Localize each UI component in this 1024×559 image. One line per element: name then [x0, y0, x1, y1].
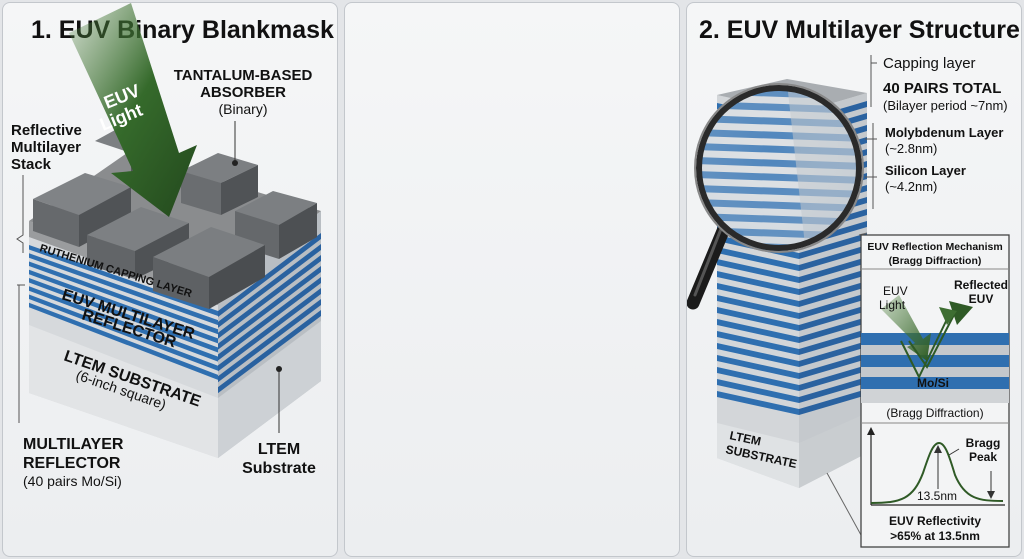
inset-euv-label-1: EUV [883, 284, 908, 298]
panel3-title: 2. EUV Multilayer Structure [699, 16, 1020, 44]
ltem-label-1: LTEM [258, 441, 300, 458]
molybdenum-label-1: Molybdenum Layer [885, 125, 1003, 140]
empty-panel [344, 2, 680, 557]
silicon-label-2: (~4.2nm) [885, 179, 937, 194]
reflected-label-2: EUV [969, 292, 994, 306]
bilayer-text: (Bilayer period ~7nm) [883, 98, 1008, 113]
column-substrate-label-1: LTEM [728, 428, 762, 448]
reflectivity-label-1: EUV Reflectivity [889, 514, 981, 528]
pairs-total-text: 40 PAIRS TOTAL [883, 80, 1001, 97]
ltem-label-2: Substrate [242, 460, 316, 477]
multilayer-structure-panel: 2. EUV Multilayer Structure LTEM SUBSTRA… [686, 2, 1022, 557]
absorber-blocks [33, 124, 317, 309]
reflected-label-1: Reflected [954, 278, 1008, 292]
bragg-inset: EUV Reflection Mechanism (Bragg Diffract… [860, 234, 1010, 548]
inset-title-2: (Bragg Diffraction) [889, 255, 982, 267]
reflective-label-3: Stack [11, 156, 52, 173]
mosi-label: Mo/Si [917, 376, 949, 390]
absorber-label-1: TANTALUM-BASED [174, 67, 313, 84]
wavelength-label: 13.5nm [917, 489, 957, 503]
absorber-label-2: ABSORBER [200, 84, 286, 101]
silicon-label-1: Silicon Layer [885, 163, 966, 178]
molybdenum-label-2: (~2.8nm) [885, 141, 937, 156]
reflective-label-2: Multilayer [11, 139, 81, 156]
inset-title-1: EUV Reflection Mechanism [867, 241, 1002, 253]
bragg-peak-label-2: Peak [969, 450, 997, 464]
inset-euv-label-2: Light [879, 298, 906, 312]
euv-light-arrow: EUV Light [69, 3, 197, 217]
bragg-peak-label-1: Bragg [966, 436, 1001, 450]
bragg-band-label: (Bragg Diffraction) [886, 406, 983, 420]
multilayer-label-1: MULTILAYER [23, 436, 124, 453]
multilayer-label-2: REFLECTOR [23, 455, 121, 472]
blankmask-panel: 1. EUV Binary Blankmask [2, 2, 338, 557]
capping-layer-text: Capping layer [883, 55, 976, 72]
multilayer-label-3: (40 pairs Mo/Si) [23, 473, 122, 489]
reflective-label-1: Reflective [11, 122, 82, 139]
reflectivity-label-2: >65% at 13.5nm [890, 529, 980, 543]
absorber-label-3: (Binary) [218, 101, 267, 117]
